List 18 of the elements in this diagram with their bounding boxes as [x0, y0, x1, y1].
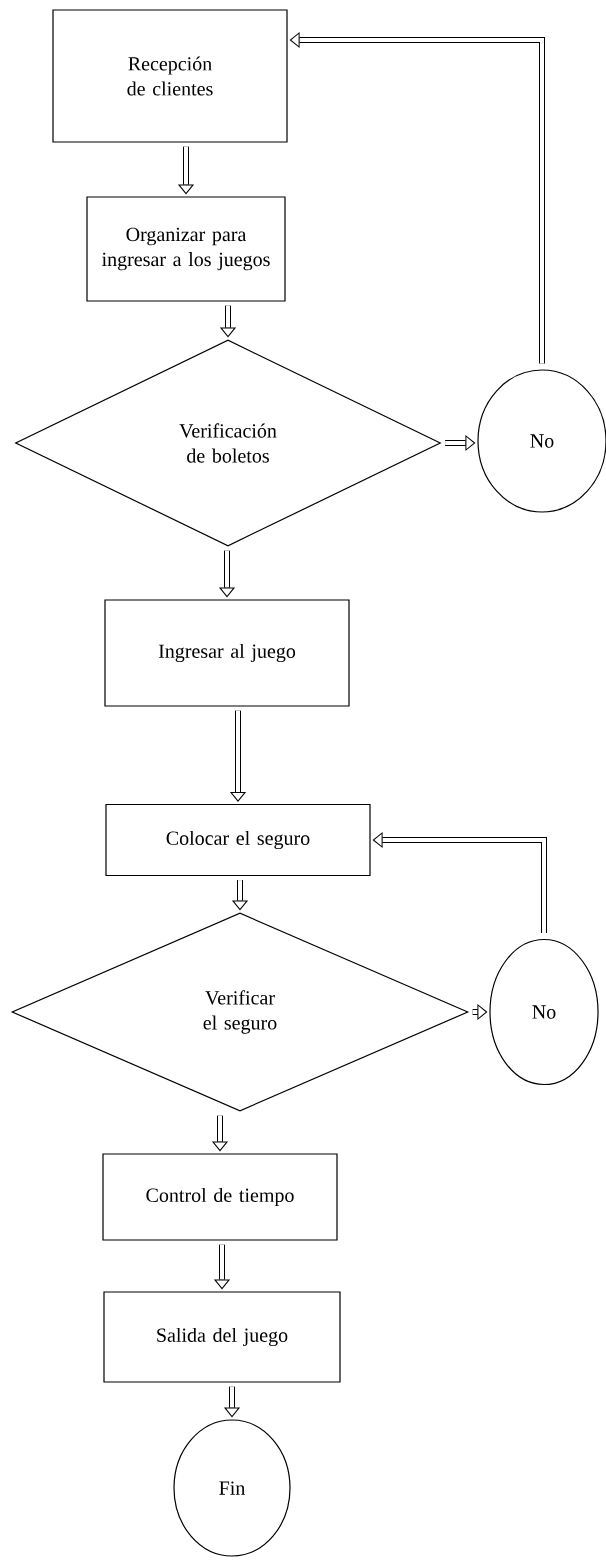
arrow: [214, 1244, 230, 1290]
arrow: [372, 832, 547, 933]
process-box: Ingresar al juego: [104, 599, 350, 707]
process-box: Salida del juego: [103, 1291, 341, 1383]
arrow: [219, 550, 235, 598]
arrow: [224, 1386, 240, 1418]
arrow: [289, 32, 545, 364]
arrow: [232, 880, 248, 911]
arrow: [445, 435, 476, 451]
arrow: [178, 146, 194, 195]
arrow: [230, 710, 246, 802]
process-box: Control de tiempo: [102, 1153, 338, 1241]
process-box: Recepción de clientes: [52, 9, 288, 143]
arrow: [472, 1004, 488, 1020]
process-box: Colocar el seguro: [105, 803, 371, 877]
process-box: Organizar para ingresar a los juegos: [86, 196, 286, 302]
arrow: [212, 1115, 228, 1152]
arrow: [220, 305, 236, 338]
